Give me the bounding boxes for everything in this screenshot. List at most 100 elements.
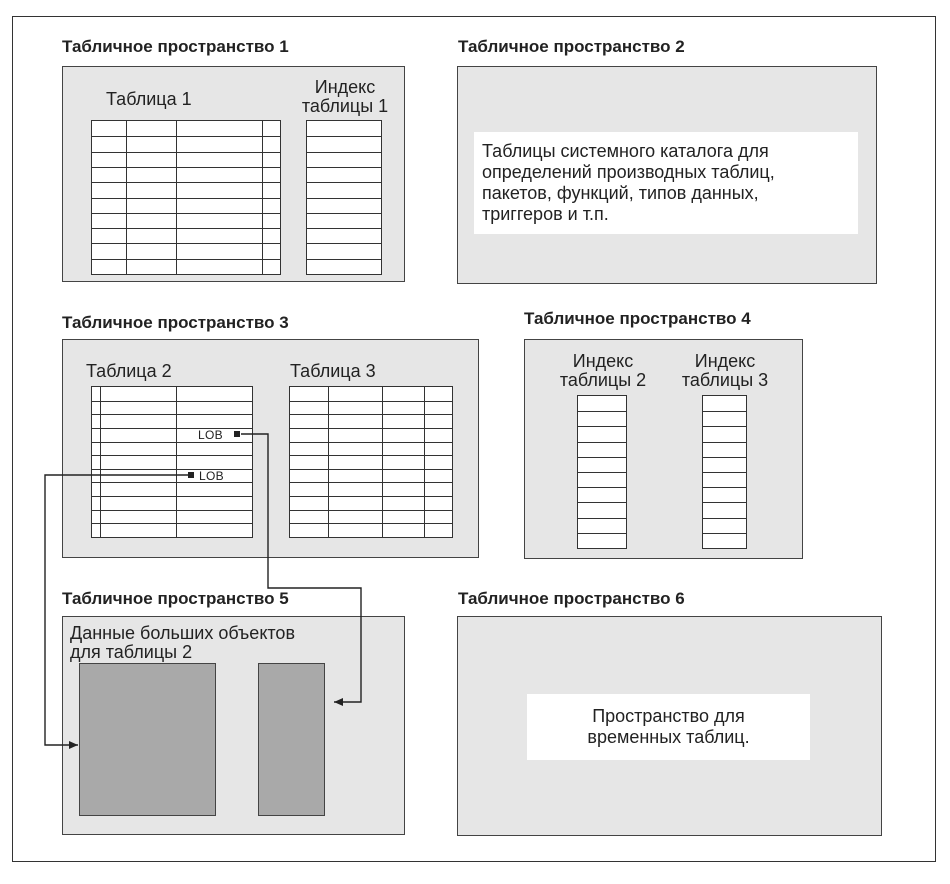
grid-row-line bbox=[703, 472, 746, 473]
grid-row-line bbox=[92, 400, 252, 402]
index3-label-line2: таблицы 3 bbox=[681, 370, 769, 390]
grid-row-line bbox=[290, 427, 452, 429]
grid-row-line bbox=[290, 523, 452, 525]
grid-row-line bbox=[703, 487, 746, 489]
grid-row-line bbox=[92, 228, 280, 230]
ts5-label-line1: Данные больших объектов bbox=[70, 623, 296, 643]
lob-label-2: LOB bbox=[199, 469, 224, 483]
grid-row-line bbox=[578, 472, 626, 473]
grid-row-line bbox=[307, 166, 381, 168]
grid-row-line bbox=[92, 468, 252, 470]
grid-row-line bbox=[703, 517, 746, 519]
grid-column-line bbox=[328, 387, 329, 537]
grid-row-line bbox=[92, 151, 280, 153]
grid-row-line bbox=[703, 456, 746, 458]
ts2-note-line-1: Таблицы системного каталога для bbox=[482, 141, 769, 161]
grid-row-line bbox=[307, 151, 381, 153]
grid-row-line bbox=[290, 496, 452, 498]
table1-grid bbox=[91, 120, 281, 275]
grid-row-line bbox=[578, 532, 626, 534]
grid-row-line bbox=[307, 182, 381, 184]
grid-row-line bbox=[578, 502, 626, 504]
grid-row-line bbox=[92, 212, 280, 214]
index1-label-line2: таблицы 1 bbox=[301, 96, 389, 116]
grid-row-line bbox=[578, 517, 626, 519]
grid-column-line bbox=[424, 387, 425, 537]
lob-marker-1 bbox=[234, 431, 240, 437]
grid-row-line bbox=[578, 426, 626, 428]
table2-grid bbox=[91, 386, 253, 538]
ts5-label-line2: для таблицы 2 bbox=[70, 642, 193, 662]
ts6-note: Пространство для временных таблиц. bbox=[527, 694, 810, 760]
grid-row-line bbox=[92, 166, 280, 168]
grid-column-line bbox=[176, 387, 177, 537]
ts6-note-line-1: Пространство для bbox=[592, 706, 745, 726]
grid-row-line bbox=[290, 414, 452, 416]
grid-row-line bbox=[578, 456, 626, 458]
grid-row-line bbox=[578, 441, 626, 443]
ts4-title: Табличное пространство 4 bbox=[524, 309, 751, 328]
grid-row-line bbox=[92, 441, 252, 443]
grid-row-line bbox=[290, 482, 452, 484]
diagram-frame bbox=[12, 16, 936, 862]
ts2-note-line-2: определений производных таблиц, bbox=[482, 162, 775, 182]
ts2-note-line-4: триггеров и т.п. bbox=[482, 204, 609, 224]
index2-grid bbox=[577, 395, 627, 549]
grid-row-line bbox=[290, 441, 452, 443]
ts2-note: Таблицы системного каталога для определе… bbox=[474, 132, 858, 234]
lob-connector-1 bbox=[241, 433, 362, 706]
grid-row-line bbox=[92, 258, 280, 260]
grid-row-line bbox=[703, 502, 746, 504]
index2-label-line1: Индекс bbox=[572, 351, 634, 371]
ts4-box bbox=[524, 339, 803, 559]
grid-row-line bbox=[92, 136, 280, 138]
grid-row-line bbox=[92, 455, 252, 457]
grid-row-line bbox=[92, 427, 252, 429]
grid-row-line bbox=[703, 441, 746, 443]
grid-row-line bbox=[307, 212, 381, 214]
table3-grid bbox=[289, 386, 453, 538]
lob-data-block-1 bbox=[79, 663, 216, 816]
grid-row-line bbox=[92, 197, 280, 199]
grid-row-line bbox=[703, 411, 746, 413]
table2-label: Таблица 2 bbox=[86, 361, 172, 381]
ts5-title: Табличное пространство 5 bbox=[62, 589, 289, 608]
grid-row-line bbox=[92, 182, 280, 184]
grid-row-line bbox=[290, 509, 452, 511]
grid-column-line bbox=[100, 387, 101, 537]
grid-row-line bbox=[92, 496, 252, 498]
ts6-title: Табличное пространство 6 bbox=[458, 589, 685, 608]
index3-label-line1: Индекс bbox=[694, 351, 756, 371]
grid-column-line bbox=[126, 121, 127, 274]
ts1-title: Табличное пространство 1 bbox=[62, 37, 289, 56]
grid-row-line bbox=[92, 243, 280, 245]
grid-row-line bbox=[290, 468, 452, 470]
grid-row-line bbox=[92, 523, 252, 525]
ts6-note-line-2: временных таблиц. bbox=[587, 727, 750, 747]
grid-row-line bbox=[703, 426, 746, 428]
grid-row-line bbox=[578, 411, 626, 413]
grid-column-line bbox=[176, 121, 177, 274]
grid-column-line bbox=[262, 121, 263, 274]
grid-row-line bbox=[307, 197, 381, 199]
grid-row-line bbox=[92, 482, 252, 484]
grid-column-line bbox=[382, 387, 383, 537]
index1-grid bbox=[306, 120, 382, 275]
lob-label-1: LOB bbox=[198, 428, 223, 442]
grid-row-line bbox=[92, 414, 252, 416]
ts2-title: Табличное пространство 2 bbox=[458, 37, 685, 56]
grid-row-line bbox=[290, 455, 452, 457]
index1-label-line1: Индекс bbox=[314, 77, 376, 97]
grid-row-line bbox=[703, 532, 746, 534]
index2-label-line2: таблицы 2 bbox=[559, 370, 647, 390]
grid-row-line bbox=[307, 243, 381, 245]
grid-row-line bbox=[307, 258, 381, 260]
grid-row-line bbox=[290, 400, 452, 402]
ts2-note-line-3: пакетов, функций, типов данных, bbox=[482, 183, 759, 203]
ts3-title: Табличное пространство 3 bbox=[62, 313, 289, 332]
lob-data-block-2 bbox=[258, 663, 325, 816]
lob-connector-2 bbox=[44, 474, 191, 749]
table1-label: Таблица 1 bbox=[106, 89, 192, 109]
grid-row-line bbox=[307, 228, 381, 230]
